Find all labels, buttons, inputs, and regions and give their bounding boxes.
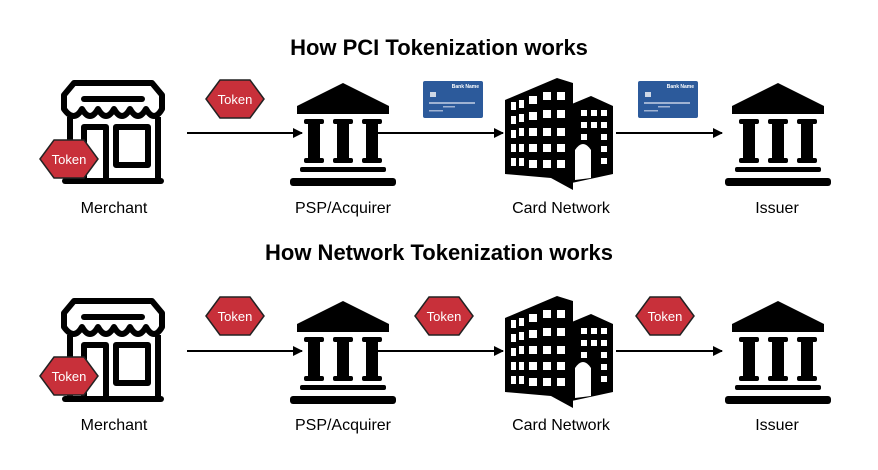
section-title: How PCI Tokenization works bbox=[290, 35, 588, 60]
office-building-icon bbox=[505, 78, 613, 190]
token-hexagon-icon: Token bbox=[39, 139, 99, 179]
bank-icon bbox=[290, 301, 396, 404]
token-hexagon-icon: Token bbox=[635, 296, 695, 336]
node-label-psp: PSP/Acquirer bbox=[295, 200, 392, 217]
svg-text:Token: Token bbox=[52, 152, 87, 167]
bank-icon bbox=[725, 301, 831, 404]
node-label-issuer: Issuer bbox=[755, 417, 799, 434]
node-label-card-network: Card Network bbox=[512, 200, 611, 217]
bank-icon bbox=[725, 83, 831, 186]
token-hexagon-icon: Token bbox=[205, 296, 265, 336]
token-hexagon-icon: Token bbox=[414, 296, 474, 336]
office-building-icon bbox=[505, 296, 613, 408]
bank-icon bbox=[290, 83, 396, 186]
section-network: How Network Tokenization works Token Tok… bbox=[39, 240, 831, 434]
node-label-card-network: Card Network bbox=[512, 417, 611, 434]
node-label-psp: PSP/Acquirer bbox=[295, 417, 392, 434]
svg-text:Token: Token bbox=[427, 309, 462, 324]
token-hexagon-icon: Token bbox=[205, 79, 265, 119]
section-pci: How PCI Tokenization works Token Token B… bbox=[39, 35, 831, 217]
svg-text:Token: Token bbox=[218, 92, 253, 107]
node-label-issuer: Issuer bbox=[755, 200, 799, 217]
svg-text:Token: Token bbox=[52, 369, 87, 384]
svg-text:Token: Token bbox=[648, 309, 683, 324]
credit-card-icon: Bank Name bbox=[638, 81, 698, 118]
node-label-merchant: Merchant bbox=[81, 417, 148, 434]
credit-card-icon: Bank Name bbox=[423, 81, 483, 118]
node-label-merchant: Merchant bbox=[81, 200, 148, 217]
svg-text:Token: Token bbox=[218, 309, 253, 324]
svg-text:Bank Name: Bank Name bbox=[452, 84, 479, 90]
section-title: How Network Tokenization works bbox=[265, 240, 613, 265]
svg-text:Bank Name: Bank Name bbox=[667, 84, 694, 90]
token-hexagon-icon: Token bbox=[39, 356, 99, 396]
